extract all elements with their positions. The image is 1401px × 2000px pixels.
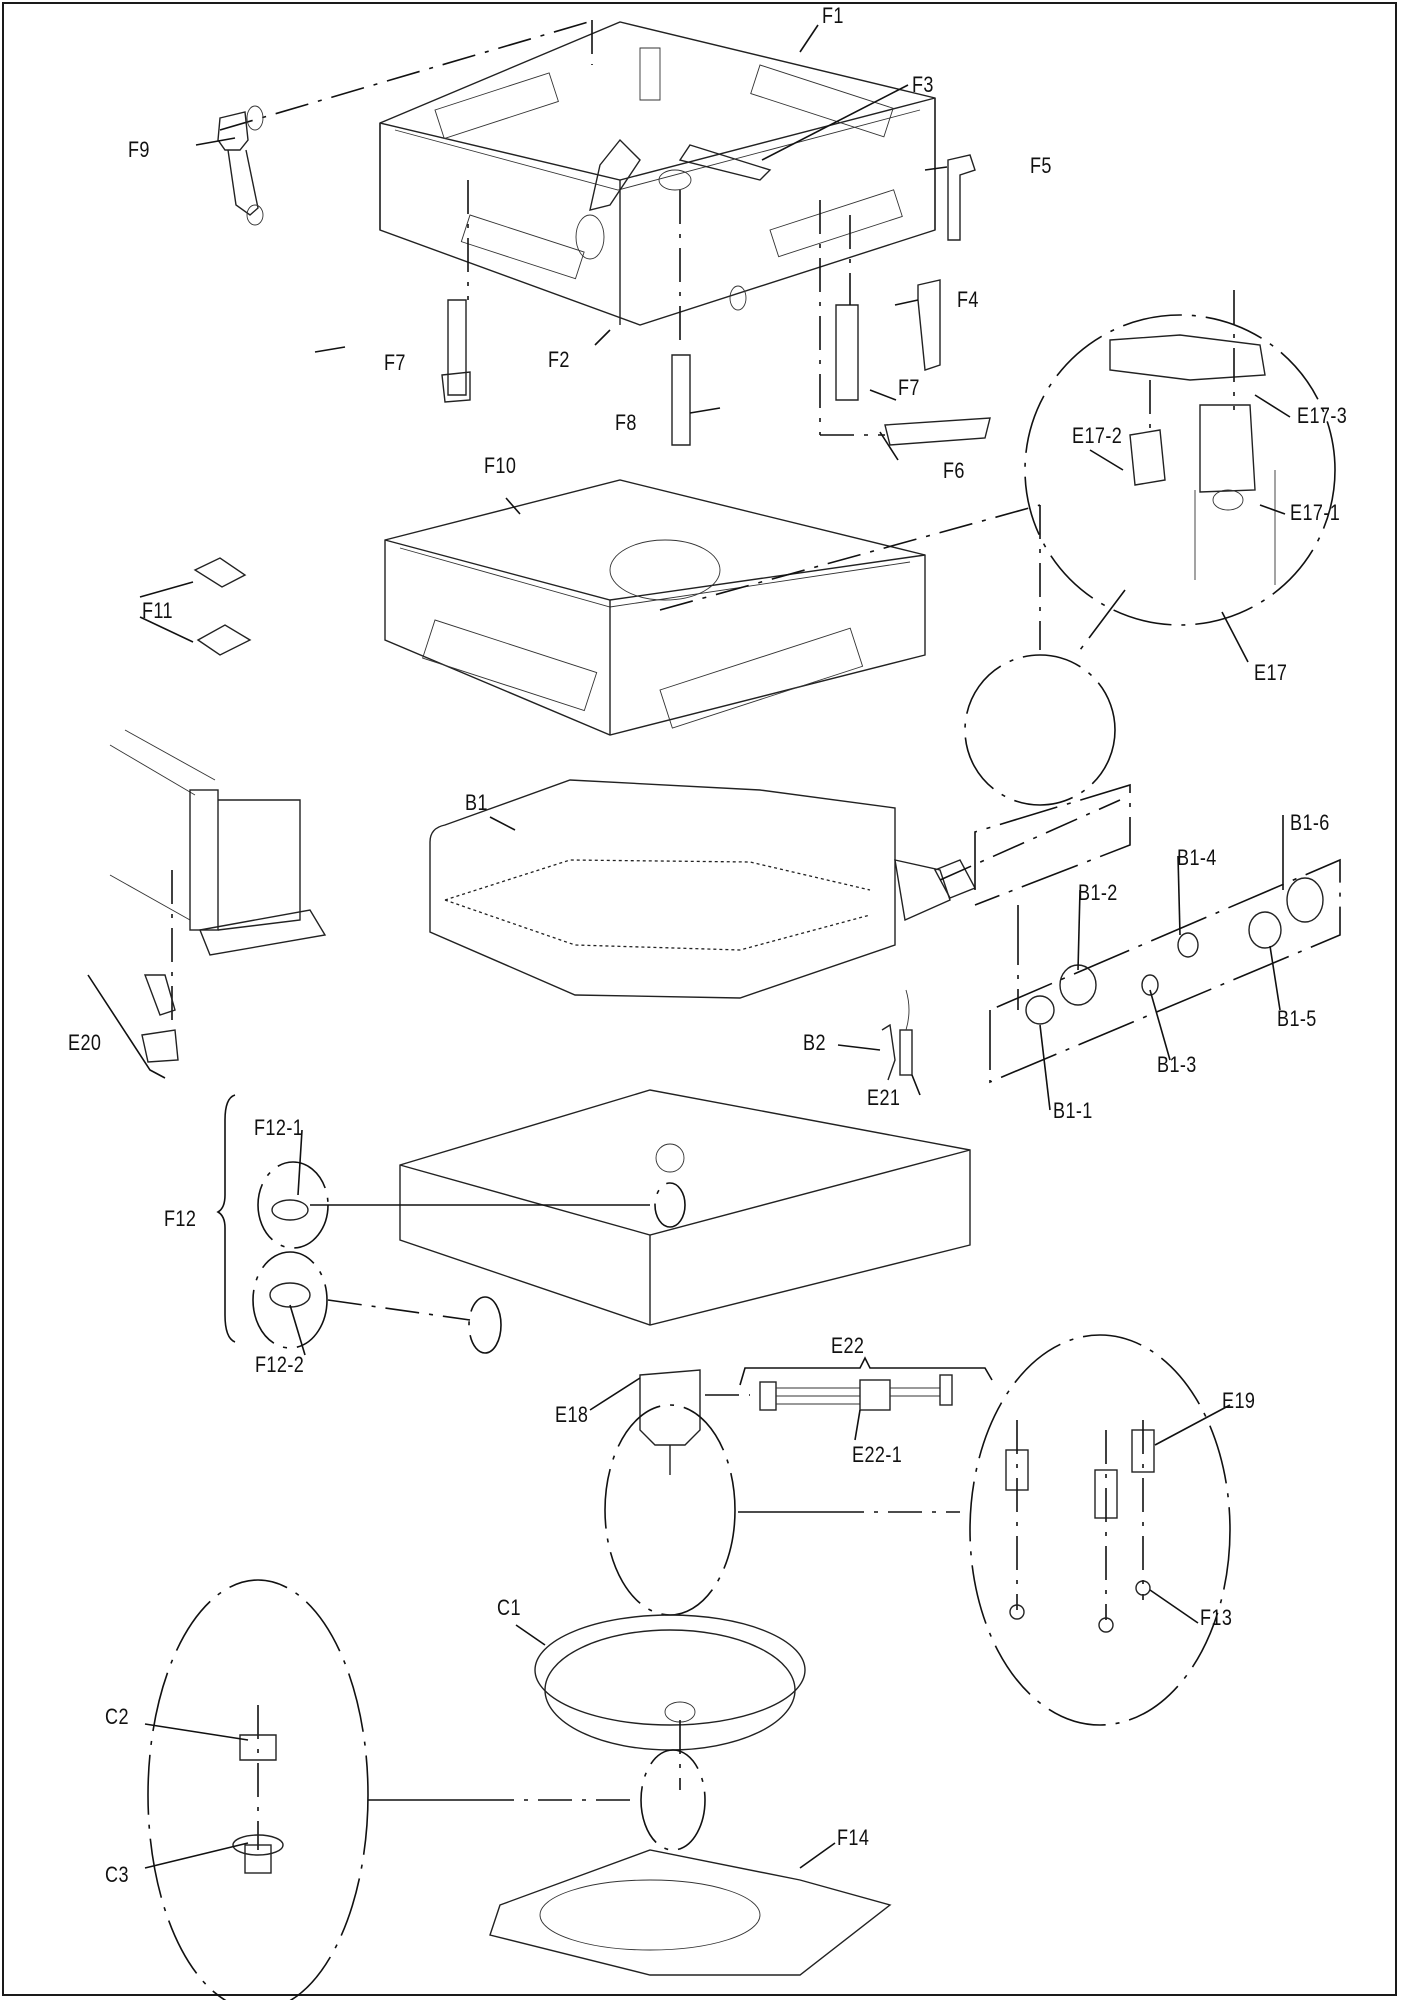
label-f6: F6	[943, 458, 965, 483]
part-heat-exchanger	[109, 729, 327, 1063]
label-e17: E17	[1254, 660, 1288, 685]
part-drain-pipe	[217, 105, 264, 226]
label-b1-6: B1-6	[1290, 810, 1330, 835]
label-f9: F9	[128, 137, 150, 162]
label-e18: E18	[555, 1402, 589, 1427]
label-b1-4: B1-4	[1177, 845, 1217, 870]
fittings-group	[974, 783, 1341, 1084]
label-f12-2: F12-2	[255, 1352, 305, 1377]
part-f11-plates	[193, 557, 252, 656]
label-e20: E20	[68, 1030, 102, 1055]
label-f10: F10	[484, 453, 517, 478]
detail-e17	[964, 290, 1336, 806]
label-c2: C2	[105, 1704, 129, 1729]
part-outer-casing	[219, 19, 936, 326]
label-f8: F8	[615, 410, 637, 435]
part-brackets	[441, 154, 991, 446]
label-f12: F12	[164, 1206, 197, 1231]
label-e22: E22	[831, 1333, 865, 1358]
part-heat-exchanger-b1	[429, 779, 1121, 999]
bracket-e22	[739, 1356, 993, 1386]
label-f5: F5	[1030, 153, 1052, 178]
label-f11: F11	[142, 598, 173, 623]
bracket-e20	[87, 974, 166, 1079]
label-b1-3: B1-3	[1157, 1052, 1197, 1077]
label-f7-left: F7	[384, 350, 406, 375]
label-f1: F1	[822, 3, 844, 28]
label-f13: F13	[1200, 1605, 1233, 1630]
leader-lines	[139, 24, 1291, 1869]
detail-c2-c3	[147, 1579, 640, 2000]
detail-e19	[969, 1334, 1231, 1726]
label-b1-1: B1-1	[1053, 1098, 1093, 1123]
part-front-panel-frame	[252, 1089, 971, 1354]
label-e17-1: E17-1	[1290, 500, 1341, 525]
label-c3: C3	[105, 1862, 129, 1887]
part-fan-motor	[604, 1369, 960, 1616]
label-f7-right: F7	[898, 375, 920, 400]
part-b2-e21	[881, 989, 913, 1081]
part-bellmouth	[489, 1849, 892, 1976]
label-b1-5: B1-5	[1277, 1006, 1317, 1031]
label-e22-1: E22-1	[852, 1442, 903, 1467]
label-f14: F14	[837, 1825, 870, 1850]
label-e19: E19	[1222, 1388, 1256, 1413]
part-turbo-fan	[534, 1614, 806, 1851]
label-e17-3: E17-3	[1297, 403, 1348, 428]
label-f3: F3	[912, 72, 934, 97]
label-e21: E21	[867, 1085, 901, 1110]
label-f2: F2	[548, 347, 570, 372]
part-e22-harness	[759, 1374, 953, 1411]
label-c1: C1	[497, 1595, 521, 1620]
label-f12-1: F12-1	[254, 1115, 304, 1140]
label-b2: B2	[803, 1030, 826, 1055]
label-b1: B1	[465, 790, 488, 815]
label-f4: F4	[957, 287, 979, 312]
bracket-f12	[216, 1094, 236, 1343]
label-e17-2: E17-2	[1072, 423, 1123, 448]
part-drain-pan	[384, 479, 1041, 736]
label-b1-2: B1-2	[1078, 880, 1118, 905]
